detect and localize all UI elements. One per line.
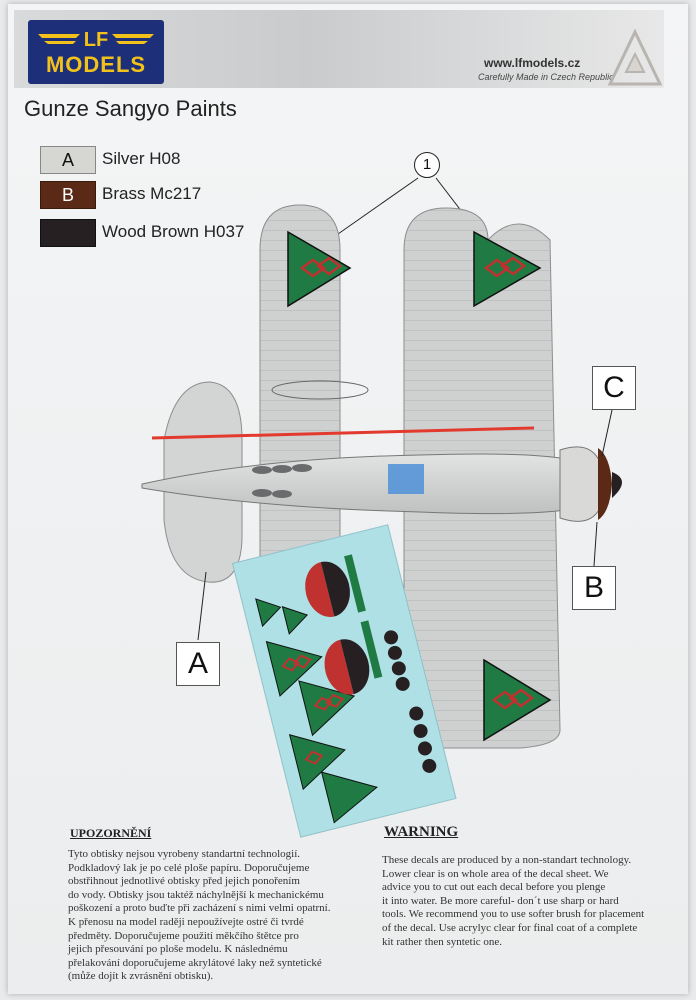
paint-label: Brass Mc217: [102, 184, 202, 203]
warning-cz-body: Tyto obtisky nejsou vyrobeny standartní …: [68, 848, 330, 984]
website-url: www.lfmodels.cz: [484, 56, 581, 70]
tagline: Carefully Made in Czech Republic: [478, 72, 614, 82]
cowl-ring-brass: [598, 448, 612, 520]
triangle-roundel: [483, 658, 552, 742]
warning-cz-line: přelakování doporučujeme akrylátové laky…: [68, 956, 322, 969]
propeller-hub: [612, 472, 622, 498]
warning-cz-line: Podkladový lak je po celé ploše papíru. …: [68, 861, 310, 874]
warning-en-line: tools. We recommend you to use softer br…: [382, 908, 645, 921]
warning-cz-heading: UPOZORNĚNÍ: [70, 826, 152, 840]
warning-en-body: These decals are produced by a non-stand…: [382, 854, 644, 949]
corner-triangle-logo: [608, 28, 662, 86]
engine-cowling: [559, 446, 601, 522]
callout-c: C: [592, 366, 636, 410]
callout-b: B: [572, 566, 616, 610]
warning-cz-line: Tyto obtisky nejsou vyrobeny standartní …: [68, 848, 301, 860]
leader-line: [601, 409, 613, 457]
page-title: Gunze Sangyo Paints: [24, 96, 237, 121]
triangle-roundel: [473, 230, 542, 308]
aileron-outline: [271, 380, 369, 400]
warning-cz-line: obstřihnout jednotlivé obtisky před jeji…: [68, 875, 300, 888]
exhaust-stubs: [252, 464, 312, 498]
warning-en-line: Lower clear is on whole area of the deca…: [382, 867, 609, 880]
warning-en-line: it into water. Be more careful- don´t us…: [382, 894, 619, 907]
wings-icon: LF: [38, 29, 154, 51]
paint-label: Silver H08: [102, 149, 181, 168]
triangle-roundel: [287, 230, 352, 308]
swatch-wood-brown: [40, 219, 96, 247]
decal-sheet: [231, 524, 457, 838]
leader-line: [593, 521, 598, 567]
warning-en-line: of the decal. Use acrylyc clear for fina…: [382, 921, 638, 934]
warning-cz-line: do vody. Obtisky jsou taktéž náchylnější…: [68, 888, 324, 901]
lf-models-logo: LF MODELS: [28, 20, 164, 84]
warning-en-line: These decals are produced by a non-stand…: [382, 854, 632, 866]
canopy: [388, 464, 424, 494]
leader-line: [197, 571, 207, 641]
swatch-a: A: [40, 146, 96, 174]
warning-en-line: advice you to cut out each decal before …: [382, 881, 606, 894]
cut-line: [151, 426, 535, 440]
warning-en-line: kit rather then syntetic one.: [382, 935, 503, 948]
logo-text: MODELS: [45, 52, 147, 77]
swatch-b: B: [40, 181, 96, 209]
warning-cz-line: předměty. Doporučujeme použití měkčího š…: [68, 929, 299, 942]
warning-cz-line: poškození a proto buďte při zacházení s …: [68, 902, 331, 915]
paint-label: Wood Brown H037: [102, 222, 245, 241]
warning-cz-line: K přenosu na model raději nepoužívejte o…: [68, 915, 304, 928]
callout-1: 1: [414, 152, 440, 178]
svg-text:LF: LF: [84, 29, 108, 51]
warning-cz-line: (může dojít k zvrásnění obtisku).: [68, 970, 214, 983]
warning-en-heading: WARNING: [384, 824, 459, 840]
callout-a: A: [176, 642, 220, 686]
warning-cz-line: jejich přesouvání po ploše modelu. K nás…: [68, 943, 288, 956]
